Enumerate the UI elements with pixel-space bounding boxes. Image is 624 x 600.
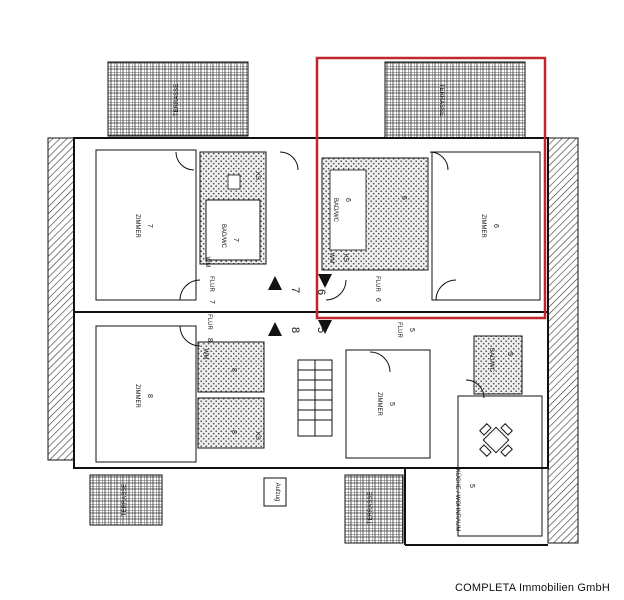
unit-number-7-room: 7 <box>146 224 153 228</box>
label-bad-wc-7: BAD/WC <box>220 224 226 249</box>
label-zimmer-6: ZIMMER <box>480 214 486 238</box>
bath-8a <box>197 341 265 393</box>
unit-number-8-bath-a: 8 <box>230 368 237 372</box>
label-flur-7: FLUR <box>208 276 214 292</box>
landing-number-7: 7 <box>289 287 301 293</box>
building-outline <box>73 137 549 469</box>
entrance-marker-7 <box>268 276 282 290</box>
terrace-top-left <box>107 61 249 137</box>
terrace-bottom-left <box>89 474 163 526</box>
outer-wall-right <box>547 137 579 544</box>
unit-number-8-flur: 8 <box>206 338 213 342</box>
label-terrasse-bottom-left: TERRASSE <box>122 484 128 516</box>
stairwell <box>297 359 333 437</box>
unit-number-8-room: 8 <box>146 394 153 398</box>
bath-8b <box>197 397 265 449</box>
label-kueche-wohnraum: KÜCHE / WOHNRAUM <box>454 469 461 532</box>
label-zimmer-8: ZIMMER <box>134 384 140 408</box>
label-wm-6: WM <box>328 253 334 264</box>
footer-credit: COMPLETA Immobilien GmbH <box>455 582 610 594</box>
landing-number-5: 5 <box>315 327 327 333</box>
room-zimmer-8 <box>95 325 197 463</box>
label-terrasse-top-left: TERRASSE <box>174 84 180 116</box>
label-terrasse-bottom-mid: TERRASSE <box>368 492 374 524</box>
terrace-top-right <box>384 61 526 139</box>
unit-number-7-flur: 7 <box>208 300 215 304</box>
outer-wall-left <box>47 137 75 461</box>
kitchen-living-5 <box>457 395 543 537</box>
unit-number-5-room: 5 <box>388 402 395 406</box>
entrance-marker-6 <box>318 274 332 288</box>
unit-number-6-kitchen: 6 <box>400 196 407 200</box>
unit-number-7-bad: 7 <box>232 238 239 242</box>
label-ks-7: KS <box>254 172 260 180</box>
label-ks-6: KS <box>342 254 348 262</box>
bath-5 <box>473 335 523 395</box>
room-zimmer-6 <box>431 151 541 301</box>
label-aufzug: Aufzug <box>274 483 280 502</box>
label-terrasse-top-right: TERRASSE <box>438 84 444 116</box>
unit-number-8-bath-b: 8 <box>230 430 237 434</box>
label-zimmer-7: ZIMMER <box>134 214 140 238</box>
landing-number-6: 6 <box>315 289 327 295</box>
terrace-bottom-mid <box>344 474 404 544</box>
highlight-box-unit-6 <box>315 56 547 320</box>
entrance-marker-5 <box>318 320 332 334</box>
label-ks-8: KS <box>254 432 260 440</box>
elevator <box>263 477 287 507</box>
unit-number-5-bad: 5 <box>506 352 513 356</box>
unit-number-6-bad: 6 <box>344 198 351 202</box>
entrance-marker-8 <box>268 322 282 336</box>
label-wm-7: WM <box>204 257 210 268</box>
unit-number-5-kitchen: 5 <box>468 484 475 488</box>
label-bad-wc-5: BAD/WC <box>488 348 494 373</box>
label-flur-5: FLUR <box>396 322 402 338</box>
unit-number-6-flur: 6 <box>374 298 381 302</box>
label-zimmer-5: ZIMMER <box>376 392 382 416</box>
landing-number-8: 8 <box>289 327 301 333</box>
label-flur-8: FLUR <box>206 314 212 330</box>
unit-number-6-room: 6 <box>492 224 499 228</box>
unit-number-5-flur: 5 <box>408 328 415 332</box>
dining-table-icon <box>479 423 513 457</box>
room-zimmer-7 <box>95 149 197 301</box>
label-bad-wc-6: BAD/WC <box>332 198 338 223</box>
label-flur-6: FLUR <box>374 276 380 292</box>
label-wm-8: WM <box>202 349 208 360</box>
room-zimmer-5 <box>345 349 431 459</box>
